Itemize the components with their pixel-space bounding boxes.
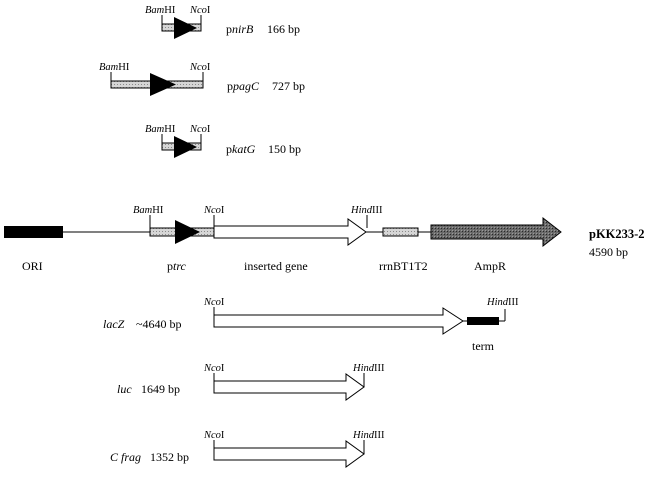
- ampr-label: AmpR: [474, 259, 506, 273]
- ncoi-label: NcoI: [203, 205, 225, 216]
- ori-label: ORI: [22, 259, 43, 273]
- ncoi-label: NcoI: [203, 363, 225, 374]
- promoter-pkatG: BamHI NcoI pkatG 150 bp: [145, 124, 301, 158]
- plasmid-size: 4590 bp: [589, 245, 628, 259]
- bamhi-label: BamHI: [133, 205, 164, 216]
- promoter-arrow-icon: [174, 17, 197, 39]
- cfrag-gene-arrow: [213, 440, 365, 468]
- bamhi-label: BamHI: [99, 62, 130, 73]
- insert-name: lacZ: [103, 317, 125, 331]
- ncoi-label: NcoI: [189, 124, 211, 135]
- bamhi-label: BamHI: [145, 124, 176, 135]
- hindiii-label: HindIII: [350, 205, 383, 216]
- insert-size: 1649 bp: [141, 382, 180, 396]
- insert-luc: NcoI HindIII luc 1649 bp: [117, 363, 385, 401]
- term-label: term: [472, 339, 495, 353]
- promoter-size: 166 bp: [267, 22, 300, 36]
- insert-lacZ: NcoI HindIII term lacZ ~4640 bp: [103, 297, 519, 353]
- lacZ-gene-arrow: [213, 307, 464, 335]
- promoter-size: 150 bp: [268, 142, 301, 156]
- insert-size: 1352 bp: [150, 450, 189, 464]
- ncoi-label: NcoI: [203, 430, 225, 441]
- hindiii-label: HindIII: [352, 363, 385, 374]
- promoter-arrow-icon: [150, 73, 176, 96]
- inserted-gene-arrow: [213, 218, 367, 246]
- promoter-name: pnirB: [226, 22, 254, 36]
- promoter-name: ppagC: [227, 79, 260, 93]
- promoter-pnirB: BamHI NcoI pnirB 166 bp: [145, 5, 300, 39]
- promoter-arrow-icon: [174, 136, 197, 158]
- ncoi-label: NcoI: [189, 62, 211, 73]
- promoter-name: pkatG: [226, 142, 256, 156]
- terminator-label: rrnBT1T2: [379, 259, 428, 273]
- insert-name: luc: [117, 382, 132, 396]
- hindiii-label: HindIII: [486, 297, 519, 308]
- luc-gene-arrow: [213, 373, 365, 401]
- ptrc-label: ptrc: [167, 259, 187, 273]
- promoter-size: 727 bp: [272, 79, 305, 93]
- inserted-gene-label: inserted gene: [244, 259, 308, 273]
- plasmid-name: pKK233-2: [589, 227, 645, 241]
- plasmid-pKK233-2-map: ORI BamHI NcoI ptrc inserted gene HindII…: [4, 205, 645, 273]
- insert-cfrag: NcoI HindIII C frag 1352 bp: [110, 430, 385, 468]
- insert-name: C frag: [110, 450, 141, 464]
- ori-block: [4, 226, 63, 238]
- ncoi-label: NcoI: [189, 5, 211, 16]
- ncoi-label: NcoI: [203, 297, 225, 308]
- hindiii-label: HindIII: [352, 430, 385, 441]
- insert-size: ~4640 bp: [136, 317, 182, 331]
- bamhi-label: BamHI: [145, 5, 176, 16]
- ampr-arrow: [430, 216, 562, 248]
- terminator-box: [382, 227, 419, 237]
- ptrc-arrow-icon: [175, 220, 200, 244]
- term-block: [467, 317, 499, 325]
- promoter-ppagC: BamHI NcoI ppagC 727 bp: [99, 62, 305, 96]
